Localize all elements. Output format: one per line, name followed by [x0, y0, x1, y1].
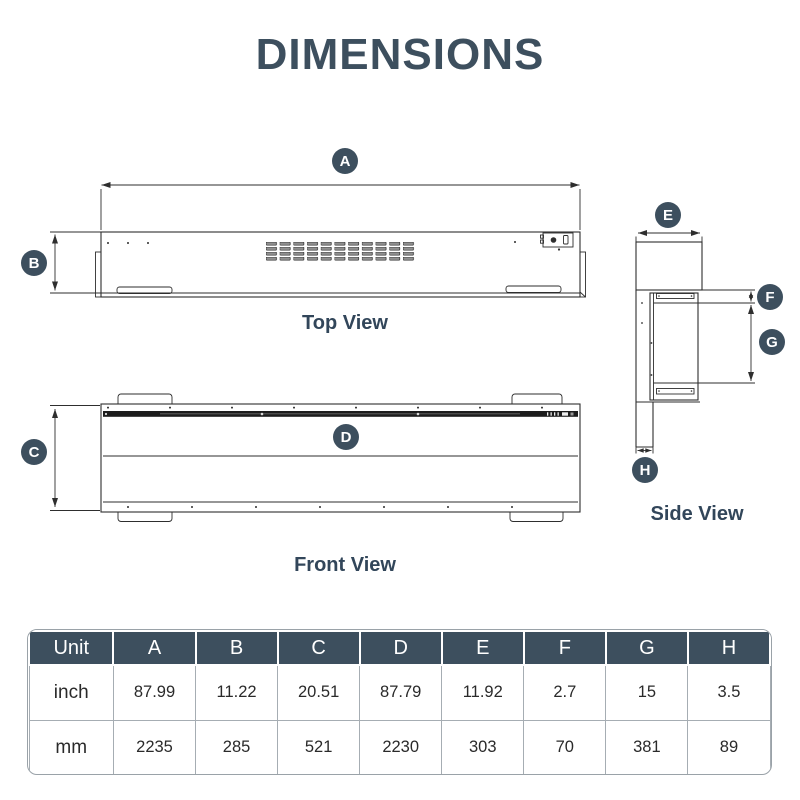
- row-label-inch: inch: [28, 664, 114, 721]
- top-view-label: Top View: [302, 312, 388, 334]
- front-controls: [547, 412, 574, 416]
- dimensions-table: Unit A B C D E F G H inch 87.99 11.22 20…: [27, 629, 772, 775]
- value-cell: 381: [605, 719, 689, 774]
- column-header-g: G: [604, 630, 689, 666]
- value-cell: 521: [277, 719, 361, 774]
- dim-badge-c: C: [21, 439, 47, 465]
- column-header-h: H: [686, 630, 771, 666]
- dim-badge-a: A: [332, 148, 358, 174]
- glass-strip: [103, 411, 578, 417]
- value-cell: 285: [195, 719, 279, 774]
- column-header-a: A: [112, 630, 197, 666]
- value-cell: 2230: [359, 719, 443, 774]
- value-cell: 87.99: [112, 664, 197, 721]
- value-cell: 15: [605, 664, 689, 721]
- dimension-drawings: [50, 182, 755, 522]
- table-row-mm: mm 2235 285 521 2230 303 70 381 89: [28, 719, 771, 774]
- value-cell: 3.5: [687, 664, 771, 721]
- column-header-d: D: [358, 630, 443, 666]
- value-cell: 20.51: [277, 664, 361, 721]
- table-header-row: Unit A B C D E F G H: [28, 630, 771, 666]
- value-cell: 70: [523, 719, 607, 774]
- value-cell: 2.7: [523, 664, 607, 721]
- side-view-label: Side View: [650, 503, 744, 525]
- value-cell: 89: [687, 719, 771, 774]
- value-cell: 87.79: [359, 664, 443, 721]
- value-cell: 2235: [112, 719, 197, 774]
- dim-badge-g: G: [759, 329, 785, 355]
- value-cell: 303: [441, 719, 525, 774]
- dim-badge-h: H: [632, 457, 658, 483]
- value-cell: 11.92: [441, 664, 525, 721]
- value-cell: 11.22: [195, 664, 279, 721]
- dim-badge-e: E: [655, 202, 681, 228]
- page-title: DIMENSIONS: [255, 30, 545, 79]
- row-label-mm: mm: [28, 719, 114, 774]
- control-box: [540, 232, 574, 251]
- dim-badge-d: D: [333, 424, 359, 450]
- vent-grid: [266, 242, 416, 262]
- column-header-c: C: [276, 630, 361, 666]
- column-header-f: F: [522, 630, 607, 666]
- column-header-e: E: [440, 630, 525, 666]
- top-view-drawing: [50, 182, 586, 298]
- column-header-b: B: [194, 630, 279, 666]
- dim-badge-b: B: [21, 250, 47, 276]
- column-header-unit: Unit: [28, 630, 115, 666]
- table-row-inch: inch 87.99 11.22 20.51 87.79 11.92 2.7 1…: [28, 664, 771, 721]
- dim-badge-f: F: [757, 284, 783, 310]
- side-view-drawing: [635, 230, 755, 454]
- front-view-label: Front View: [294, 554, 396, 576]
- front-view-drawing: [50, 393, 581, 522]
